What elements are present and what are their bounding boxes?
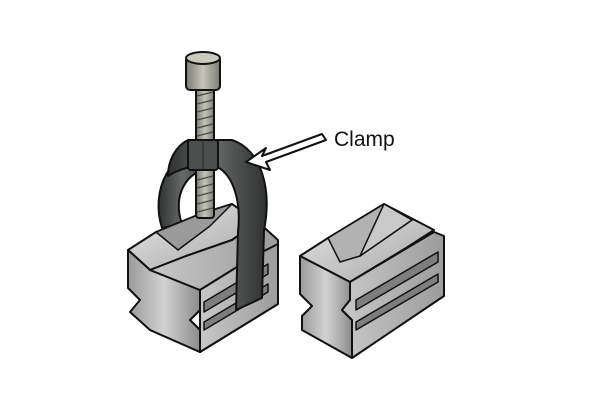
clamp-callout-arrow — [245, 133, 327, 171]
screw-thread-lines — [196, 91, 214, 213]
clamp-front-strap — [167, 139, 268, 311]
clamped-v-block — [127, 51, 279, 353]
screw-knob — [185, 51, 221, 91]
clamp-label: Clamp — [334, 128, 395, 151]
v-block — [299, 203, 445, 359]
right-block-slot-upper — [355, 251, 439, 311]
clamp-callout: Clamp — [245, 128, 395, 171]
right-block-slot-lower — [355, 273, 439, 331]
right-block-v-groove-shadow — [359, 203, 413, 257]
